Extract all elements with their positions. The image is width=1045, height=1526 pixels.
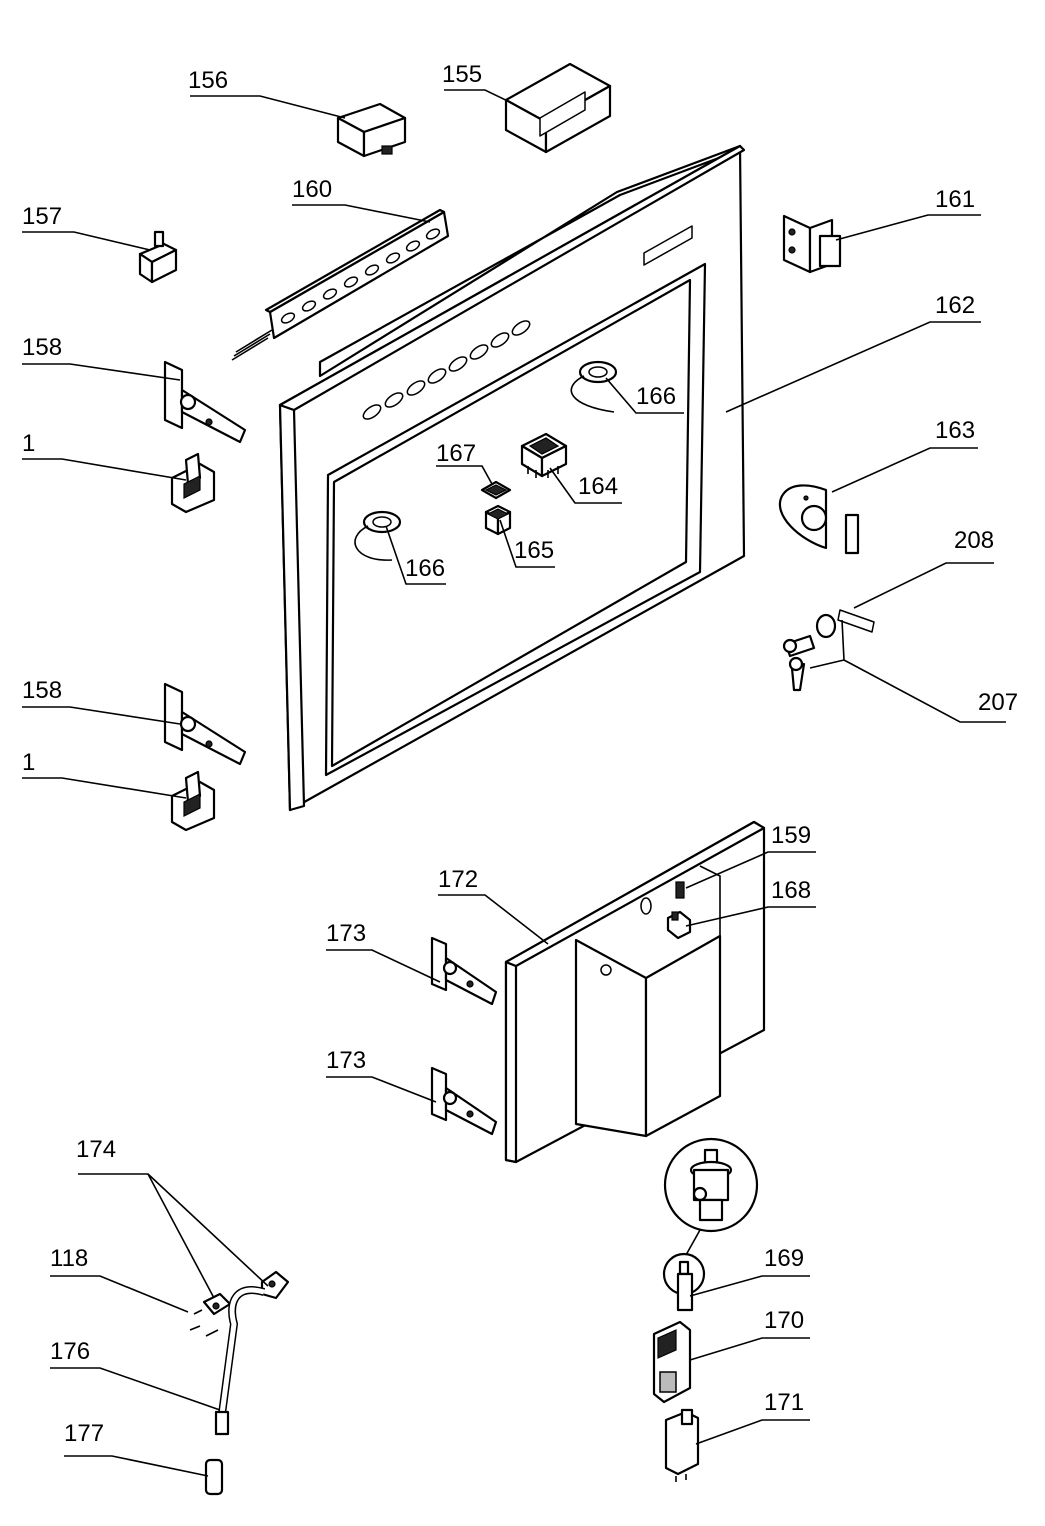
callout-155: 155 [442, 61, 482, 88]
callout-165: 165 [514, 537, 554, 564]
callout-163: 163 [935, 417, 975, 444]
part-118-screws [189, 1309, 219, 1337]
callout-171: 171 [764, 1389, 804, 1416]
callout-176: 176 [50, 1338, 90, 1365]
callout-166-left: 166 [405, 555, 445, 582]
part-165-indicator-lamp [484, 504, 512, 536]
callout-208: 208 [954, 527, 994, 554]
door-panel-part [278, 144, 746, 812]
part-174-hose-bracket [202, 1270, 290, 1316]
callout-207: 207 [978, 689, 1018, 716]
callout-157: 157 [22, 203, 62, 230]
callout-1-lower: 1 [22, 749, 35, 776]
part-171-connector [664, 1408, 700, 1482]
callout-158-upper: 158 [22, 334, 62, 361]
part-160-switch-strip [231, 208, 450, 361]
part-207-208-lock-and-keys [782, 609, 875, 692]
part-166-thermostat-left [354, 510, 402, 561]
part-159-spring [675, 881, 685, 899]
part-1-hinge-clip-upper [170, 452, 216, 514]
part-158-hinge-lower [163, 682, 247, 766]
callout-159: 159 [771, 822, 811, 849]
callout-1-upper: 1 [22, 430, 35, 457]
part-163-lock-bracket [779, 484, 860, 555]
part-1-hinge-clip-lower [170, 770, 216, 832]
control-knob-holes [362, 320, 531, 420]
part-170-relay [652, 1320, 692, 1404]
part-158-hinge-upper [163, 360, 247, 444]
callout-162: 162 [935, 292, 975, 319]
part-168-microswitch [666, 910, 692, 940]
part-169-solenoid-valve [662, 1137, 759, 1312]
callout-161: 161 [935, 186, 975, 213]
callout-labels: 156 155 160 157 161 162 158 166 1 163 16… [22, 61, 1018, 1447]
part-176-hose [214, 1286, 266, 1436]
part-155-transformer-box [504, 62, 612, 154]
callout-166-right: 166 [636, 383, 676, 410]
callout-170: 170 [764, 1307, 804, 1334]
callout-118: 118 [50, 1245, 88, 1272]
part-173-hinge-upper [430, 936, 498, 1006]
callout-168: 168 [771, 877, 811, 904]
part-164-rocker-switch [520, 432, 568, 478]
callout-156: 156 [188, 67, 228, 94]
part-157-door-switch [138, 230, 178, 284]
part-156-terminal-box [336, 102, 407, 158]
part-166-thermostat-right [570, 360, 618, 413]
leader-lines [22, 89, 1006, 1477]
part-177-hose-fitting [204, 1458, 224, 1496]
callout-173-upper: 173 [326, 920, 366, 947]
part-172-kickplate [504, 820, 766, 1164]
part-161-latch-bracket [782, 214, 842, 274]
part-173-hinge-lower [430, 1066, 498, 1136]
callout-173-lower: 173 [326, 1047, 366, 1074]
callout-158-lower: 158 [22, 677, 62, 704]
callout-172: 172 [438, 866, 478, 893]
part-167-indicator-lens [480, 480, 512, 500]
callout-169: 169 [764, 1245, 804, 1272]
callout-167: 167 [436, 440, 476, 467]
callout-177: 177 [64, 1420, 104, 1447]
callout-160: 160 [292, 176, 332, 203]
callout-164: 164 [578, 473, 618, 500]
callout-174: 174 [76, 1136, 116, 1163]
